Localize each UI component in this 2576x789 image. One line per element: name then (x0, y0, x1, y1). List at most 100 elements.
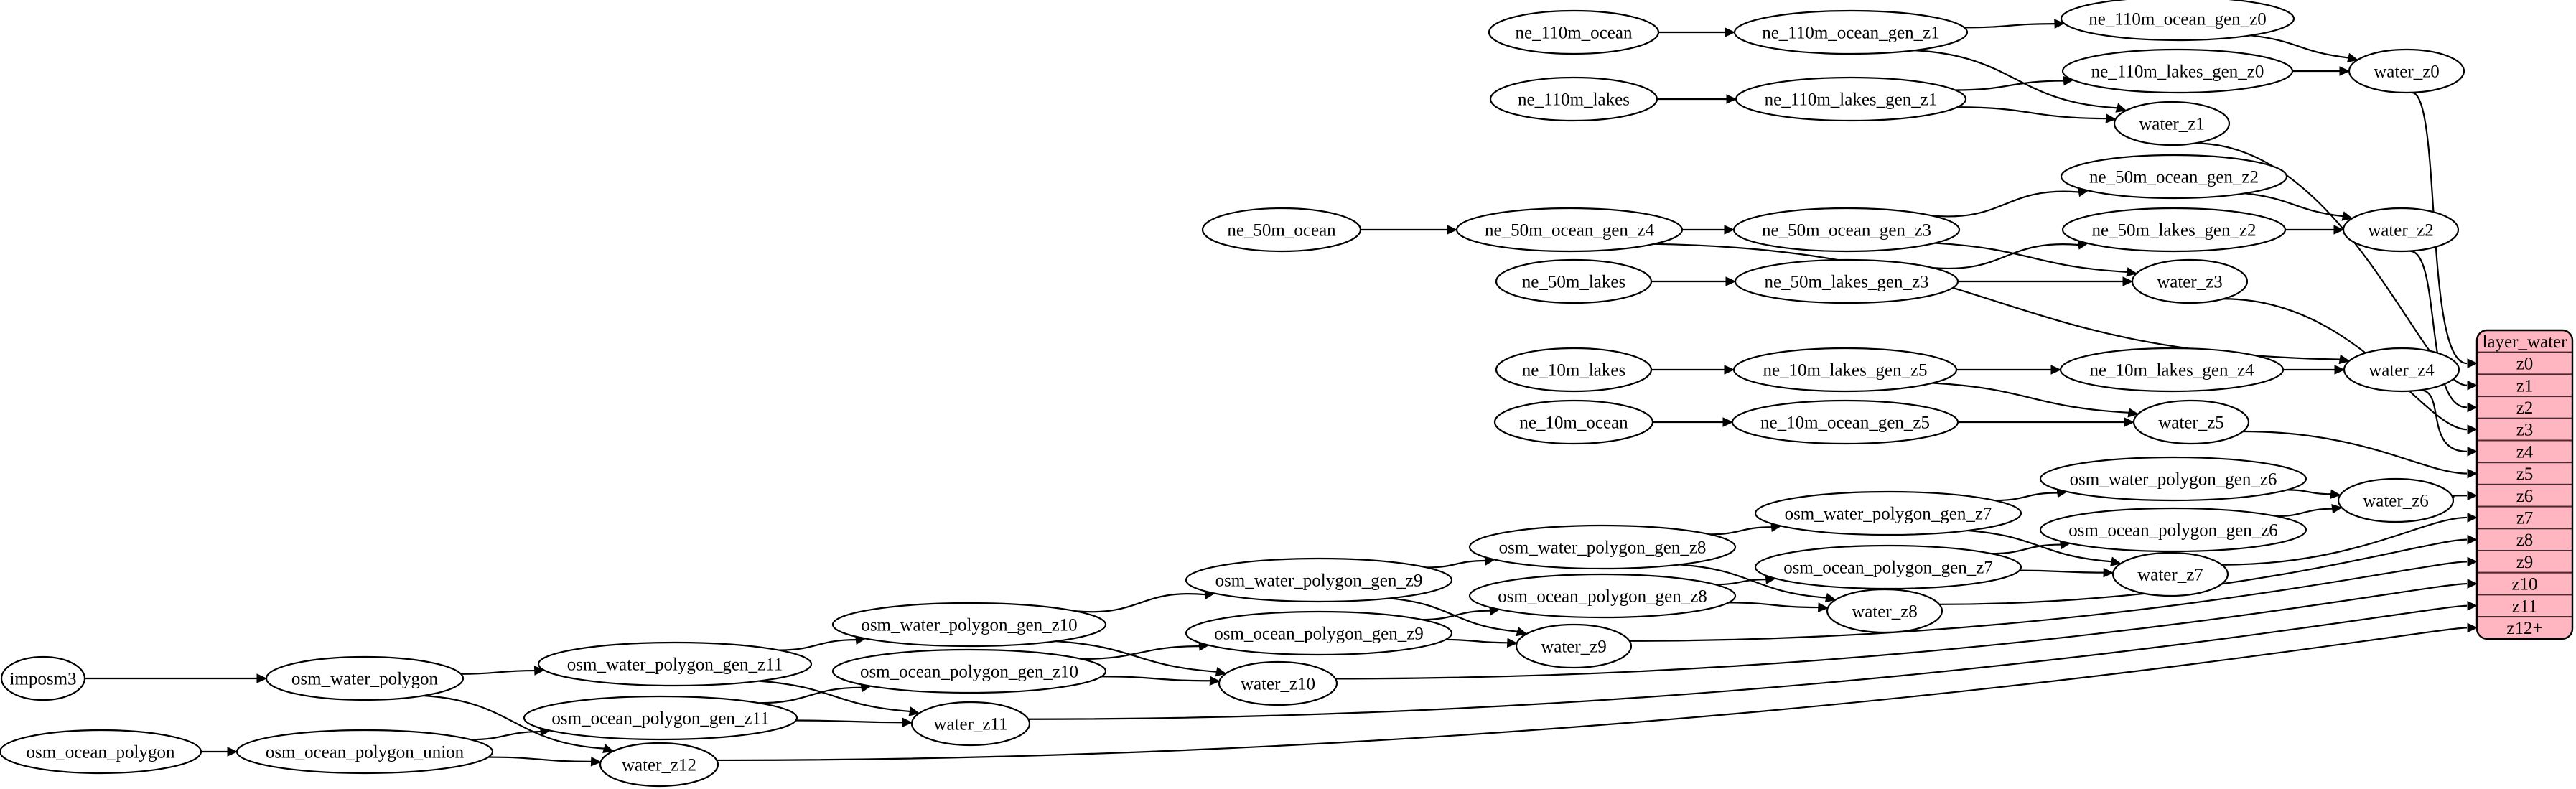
graph-node-ne_10m_lakes[interactable]: ne_10m_lakes (1495, 347, 1653, 393)
node-ellipse (2337, 477, 2455, 523)
graph-node-water_z2[interactable]: water_z2 (2342, 207, 2460, 253)
graph-node-water_z1[interactable]: water_z1 (2113, 101, 2231, 146)
node-label: ne_10m_ocean_gen_z5 (1760, 414, 1930, 433)
graph-node-ne_110m_lakes[interactable]: ne_110m_lakes (1489, 76, 1658, 122)
graph-node-osm_water_polygon[interactable]: osm_water_polygon (265, 655, 465, 701)
node-label: water_z2 (2368, 221, 2434, 241)
node-ellipse (1495, 258, 1653, 304)
node-label: osm_water_polygon (291, 670, 439, 689)
node-label: ne_110m_ocean (1516, 24, 1633, 43)
layer-water-row-z10[interactable]: z10 (2477, 571, 2572, 596)
node-ellipse (1754, 490, 2022, 536)
node-label: osm_ocean_polygon_gen_z7 (1783, 559, 1993, 578)
graph-node-ne_10m_ocean_gen_z5[interactable]: ne_10m_ocean_gen_z5 (1731, 399, 1959, 445)
graph-node-water_z5[interactable]: water_z5 (2132, 399, 2250, 445)
node-label: osm_ocean_polygon (27, 743, 175, 762)
edge-arrowhead (2334, 365, 2346, 375)
graph-node-ne_50m_ocean_gen_z2[interactable]: ne_50m_ocean_gen_z2 (2060, 154, 2288, 200)
graph-node-osm_water_polygon_gen_z9[interactable]: osm_water_polygon_gen_z9 (1185, 557, 1453, 603)
row-label: z3 (2516, 421, 2534, 440)
layer-water-row-z6[interactable]: z6 (2477, 483, 2572, 508)
graph-node-osm_ocean_polygon_gen_z9[interactable]: osm_ocean_polygon_gen_z9 (1185, 610, 1453, 656)
node-ellipse (2059, 347, 2285, 393)
row-label: z8 (2516, 531, 2534, 550)
graph-node-ne_10m_lakes_gen_z5[interactable]: ne_10m_lakes_gen_z5 (1732, 347, 1958, 393)
graph-node-ne_50m_ocean_gen_z4[interactable]: ne_50m_ocean_gen_z4 (1455, 207, 1684, 253)
node-ellipse (1515, 623, 1633, 669)
edge-arrowhead (2467, 534, 2478, 545)
graph-node-imposm3[interactable]: imposm3 (0, 655, 86, 701)
node-ellipse (265, 655, 465, 701)
graph-node-water_z9[interactable]: water_z9 (1515, 623, 1633, 669)
edge-arrowhead (908, 706, 920, 716)
graph-node-osm_ocean_polygon_gen_z6[interactable]: osm_ocean_polygon_gen_z6 (2039, 507, 2307, 553)
node-label: water_z5 (2158, 414, 2224, 433)
graph-node-osm_water_polygon_gen_z7[interactable]: osm_water_polygon_gen_z7 (1754, 490, 2022, 536)
graph-node-water_z6[interactable]: water_z6 (2337, 477, 2455, 523)
node-ellipse (2111, 551, 2229, 597)
graph-node-osm_water_polygon_gen_z6[interactable]: osm_water_polygon_gen_z6 (2039, 456, 2307, 502)
layer-water-row-z4[interactable]: z4 (2477, 439, 2572, 464)
node-ellipse (1489, 76, 1658, 122)
graph-node-water_z3[interactable]: water_z3 (2131, 258, 2249, 304)
node-label: osm_water_polygon_gen_z9 (1215, 571, 1423, 591)
edge-arrowhead (1215, 666, 1227, 677)
node-ellipse (1731, 399, 1959, 445)
graph-node-ne_10m_lakes_gen_z4[interactable]: ne_10m_lakes_gen_z4 (2059, 347, 2285, 393)
layer-water-row-z5[interactable]: z5 (2477, 462, 2572, 485)
graph-node-water_z11[interactable]: water_z11 (910, 701, 1031, 747)
edge-arrowhead (2467, 490, 2478, 501)
graph-node-ne_50m_ocean_gen_z3[interactable]: ne_50m_ocean_gen_z3 (1732, 207, 1961, 253)
graph-node-water_z7[interactable]: water_z7 (2111, 551, 2229, 597)
layer-water-row-z0[interactable]: z0 (2477, 351, 2572, 375)
layer-water-row-z9[interactable]: z9 (2477, 550, 2572, 574)
node-ellipse (1826, 588, 1943, 634)
node-label: water_z9 (1541, 638, 1607, 657)
graph-node-osm_ocean_polygon_gen_z10[interactable]: osm_ocean_polygon_gen_z10 (831, 648, 1107, 694)
layer-water-row-z7[interactable]: z7 (2477, 505, 2572, 530)
graph-node-ne_10m_ocean[interactable]: ne_10m_ocean (1493, 399, 1654, 445)
graph-node-osm_ocean_polygon_gen_z11[interactable]: osm_ocean_polygon_gen_z11 (523, 695, 798, 741)
layer-water-table[interactable]: layer_waterz0z1z2z3z4z5z6z7z8z9z10z11z12… (2475, 329, 2574, 640)
graph-node-ne_110m_lakes_gen_z0[interactable]: ne_110m_lakes_gen_z0 (2061, 48, 2294, 94)
layer-water-row-z8[interactable]: z8 (2477, 528, 2572, 551)
node-label: osm_water_polygon_gen_z6 (2070, 470, 2277, 490)
graph-node-water_z8[interactable]: water_z8 (1826, 588, 1943, 634)
graph-edge-to-layer-row (2409, 250, 2468, 408)
graph-node-water_z0[interactable]: water_z0 (2348, 48, 2465, 94)
graph-node-osm_ocean_polygon_gen_z8[interactable]: osm_ocean_polygon_gen_z8 (1468, 573, 1737, 619)
graph-node-osm_ocean_polygon_gen_z7[interactable]: osm_ocean_polygon_gen_z7 (1754, 544, 2022, 590)
graph-node-osm_water_polygon_gen_z10[interactable]: osm_water_polygon_gen_z10 (831, 602, 1107, 648)
graph-node-osm_water_polygon_gen_z11[interactable]: osm_water_polygon_gen_z11 (537, 641, 813, 687)
graph-node-ne_50m_lakes[interactable]: ne_50m_lakes (1495, 258, 1653, 304)
layer-water-row-z3[interactable]: z3 (2477, 417, 2572, 442)
graph-node-ne_110m_lakes_gen_z1[interactable]: ne_110m_lakes_gen_z1 (1735, 76, 1967, 122)
graph-node-ne_110m_ocean[interactable]: ne_110m_ocean (1488, 9, 1660, 55)
edge-arrowhead (2127, 408, 2139, 418)
layer-water-row-z12+[interactable]: z12+ (2477, 616, 2572, 639)
layer-water-row-z2[interactable]: z2 (2477, 396, 2572, 419)
graph-node-ne_50m_lakes_gen_z3[interactable]: ne_50m_lakes_gen_z3 (1734, 258, 1959, 304)
graph-node-water_z10[interactable]: water_z10 (1218, 660, 1338, 706)
row-label: z9 (2516, 553, 2534, 572)
graph-node-osm_water_polygon_gen_z8[interactable]: osm_water_polygon_gen_z8 (1468, 524, 1737, 570)
edge-arrowhead (1725, 276, 1737, 286)
graph-node-water_z12[interactable]: water_z12 (599, 742, 719, 788)
graph-node-ne_110m_ocean_gen_z1[interactable]: ne_110m_ocean_gen_z1 (1733, 9, 1969, 55)
graph-edge-to-layer-row (2243, 430, 2468, 475)
edge-arrowhead (2339, 66, 2351, 76)
edge-arrowhead (1726, 94, 1737, 104)
edge-arrowhead (1724, 225, 1735, 235)
graph-edge (488, 756, 592, 762)
layer-water-row-z1[interactable]: z1 (2477, 373, 2572, 398)
graph-node-osm_ocean_polygon_union[interactable]: osm_ocean_polygon_union (235, 729, 494, 775)
graph-node-water_z4[interactable]: water_z4 (2343, 347, 2460, 393)
graph-edge (759, 686, 862, 704)
graph-node-ne_50m_ocean[interactable]: ne_50m_ocean (1201, 207, 1362, 253)
layer-water-row-z11[interactable]: z11 (2477, 594, 2572, 618)
graph-edge-to-layer-row (2221, 516, 2468, 566)
graph-node-ne_50m_lakes_gen_z2[interactable]: ne_50m_lakes_gen_z2 (2061, 207, 2287, 253)
graph-node-ne_110m_ocean_gen_z0[interactable]: ne_110m_ocean_gen_z0 (2060, 0, 2295, 42)
graph-node-osm_ocean_polygon[interactable]: osm_ocean_polygon (0, 729, 202, 775)
node-ellipse (1735, 76, 1967, 122)
